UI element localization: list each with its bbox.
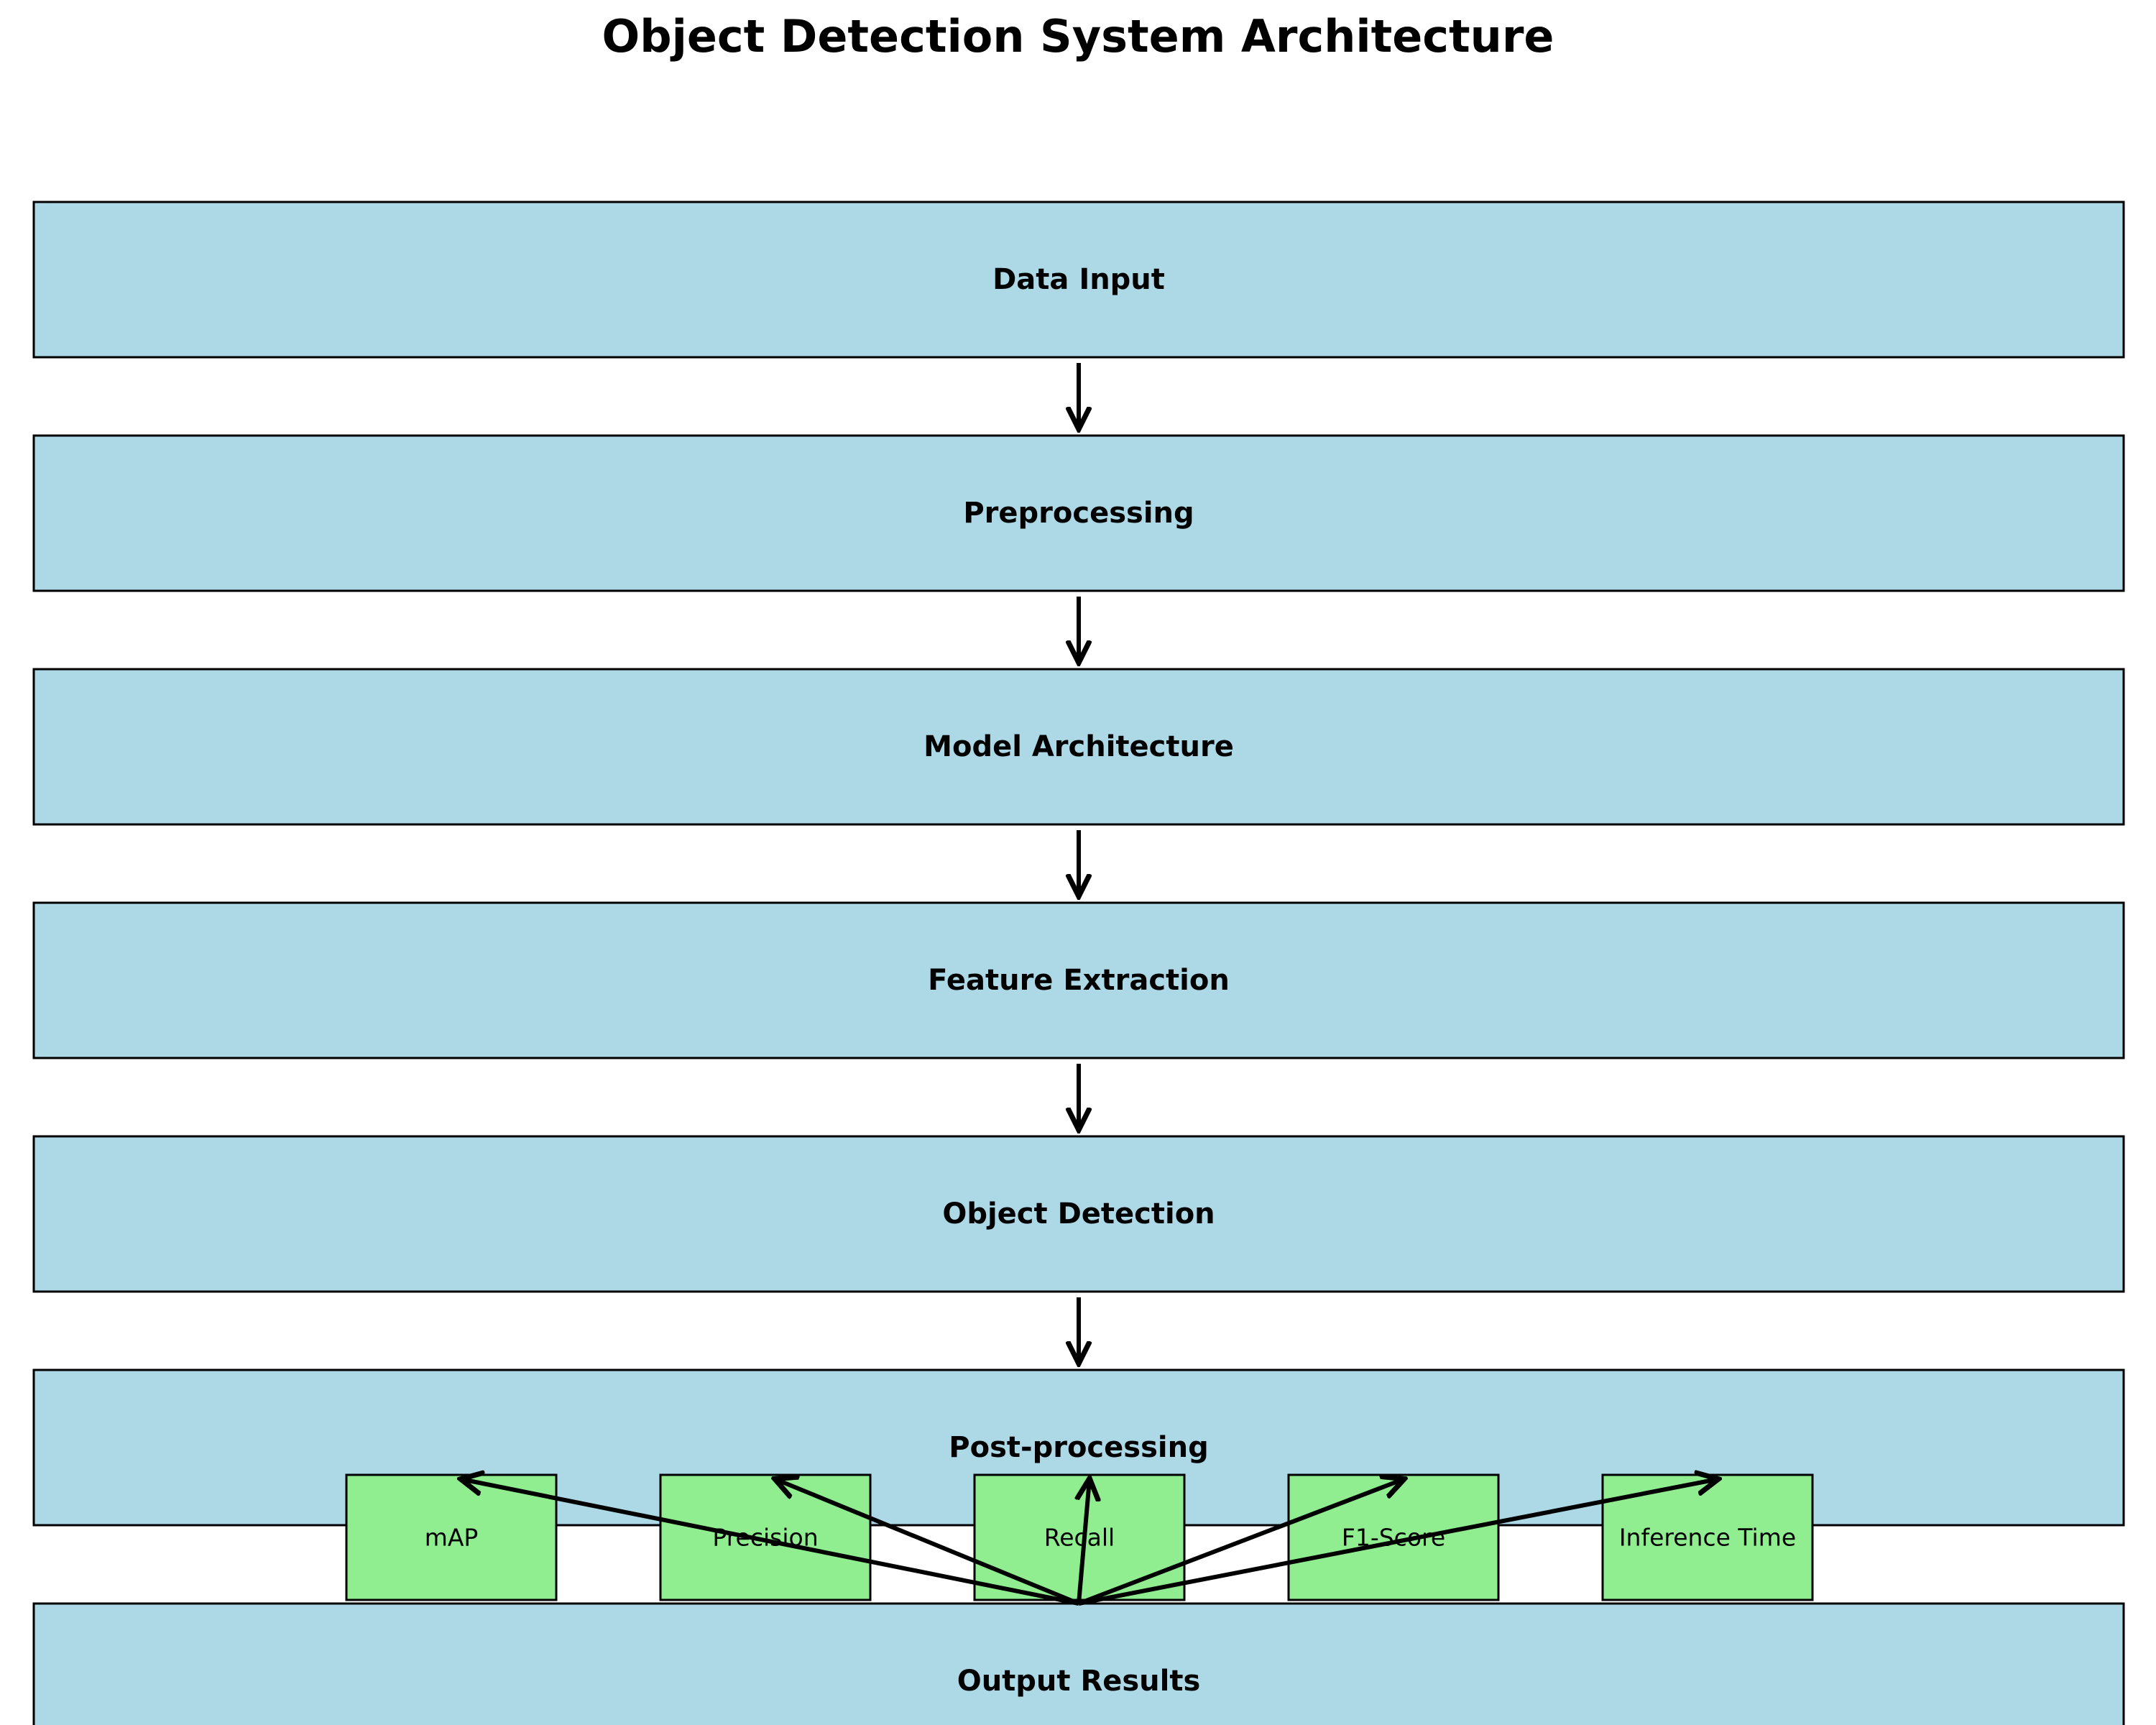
metric-arrow-f1-score xyxy=(1077,1479,1404,1606)
stage-label: Data Input xyxy=(992,263,1165,296)
stage-box xyxy=(32,901,2125,1059)
metric-label: Recall xyxy=(1044,1524,1115,1552)
metric-arrow-map xyxy=(461,1479,1079,1606)
metric-arrow-inference-time xyxy=(1078,1479,1718,1606)
stage-box xyxy=(32,1602,2125,1725)
stage-label: Feature Extraction xyxy=(928,964,1230,997)
stage-label: Output Results xyxy=(957,1665,1201,1698)
metric-precision: Precision xyxy=(659,1473,872,1601)
stage-object-detection: Object Detection xyxy=(32,1135,2125,1293)
metric-arrow-recall xyxy=(1079,1479,1089,1604)
stage-label: Preprocessing xyxy=(963,497,1194,530)
metric-arrows xyxy=(461,1479,1718,1606)
stage-output-results: Output Results xyxy=(32,1602,2125,1725)
metric-label: Inference Time xyxy=(1619,1524,1796,1552)
stage-data-input: Data Input xyxy=(32,201,2125,359)
metric-arrow-precision xyxy=(775,1479,1080,1606)
stage-model-architecture: Model Architecture xyxy=(32,668,2125,826)
metric-label: mAP xyxy=(425,1524,479,1552)
stage-box xyxy=(32,201,2125,359)
metric-box xyxy=(345,1473,558,1601)
stage-box xyxy=(32,668,2125,826)
stage-label: Post-processing xyxy=(949,1431,1208,1464)
stage-label: Model Architecture xyxy=(923,730,1234,763)
stage-box xyxy=(32,434,2125,592)
metric-box xyxy=(659,1473,872,1601)
metric-f1-score: F1-Score xyxy=(1287,1473,1500,1601)
stage-feature-extraction: Feature Extraction xyxy=(32,901,2125,1059)
diagram-title: Object Detection System Architecture xyxy=(602,10,1554,63)
stage-preprocessing: Preprocessing xyxy=(32,434,2125,592)
metric-map: mAP xyxy=(345,1473,558,1601)
stage-label: Object Detection xyxy=(942,1197,1215,1230)
stage-box xyxy=(32,1135,2125,1293)
